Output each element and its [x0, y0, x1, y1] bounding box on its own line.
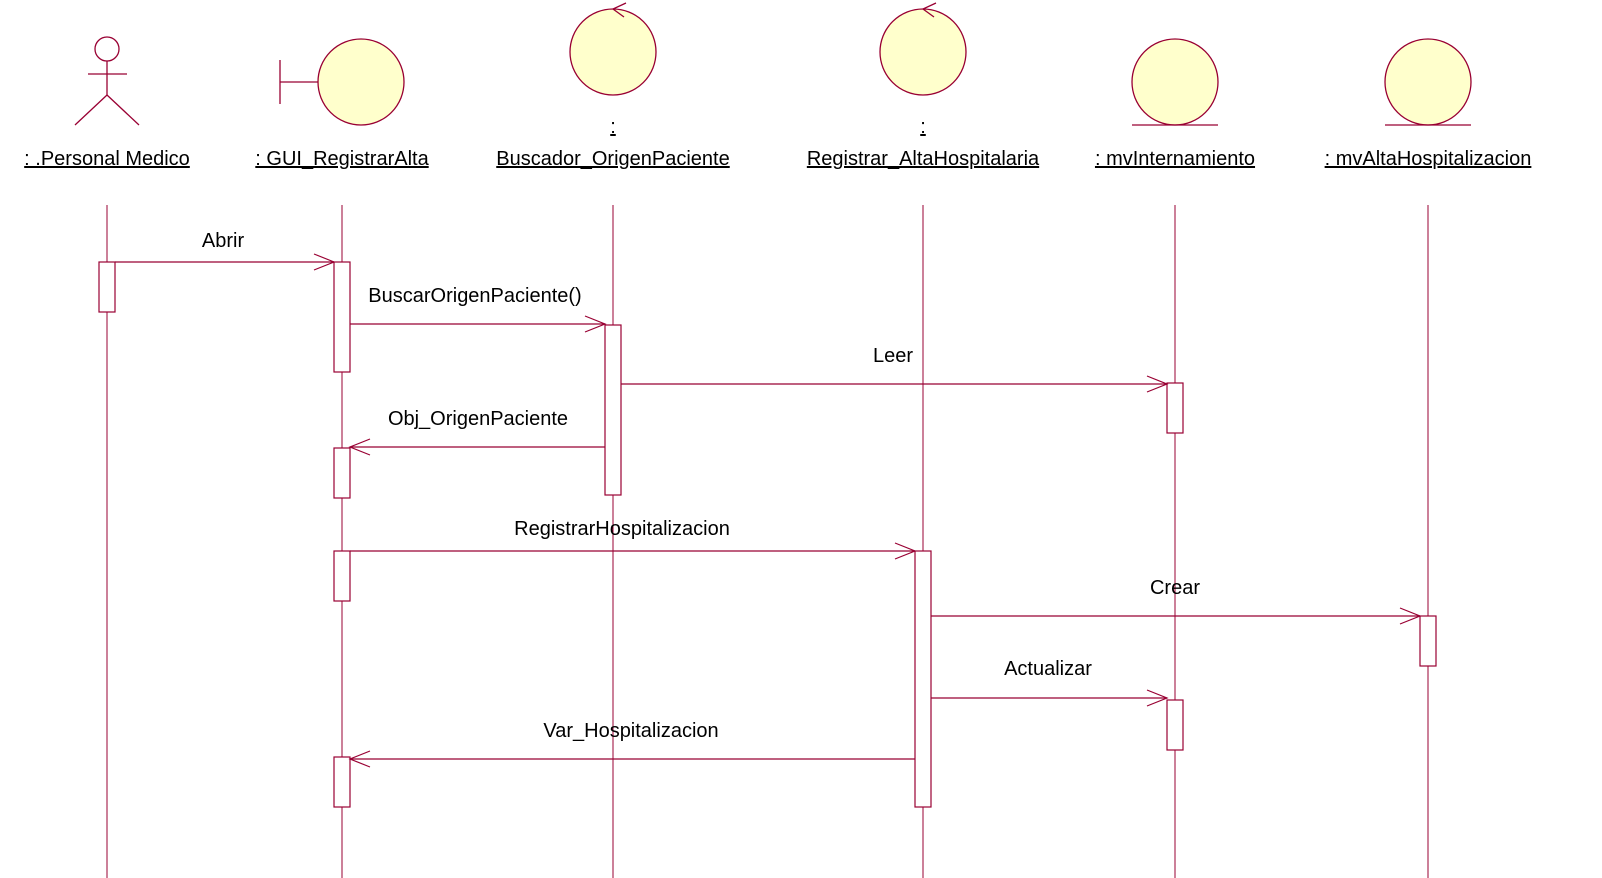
activation-box: [1166, 699, 1184, 751]
participant-gui-registraralta[interactable]: : GUI_RegistrarAlta: [255, 38, 430, 170]
participant-name: : mvAltaHospitalizacion: [1325, 148, 1532, 170]
message-arrow-leer[interactable]: [621, 375, 1169, 393]
entity-icon: [1384, 38, 1472, 126]
activation-box: [98, 261, 116, 313]
message-arrow-var-hospitalizacion[interactable]: [348, 750, 915, 768]
participant-name: : GUI_RegistrarAlta: [255, 148, 429, 170]
control-icon: [879, 2, 967, 96]
message-label: Var_Hospitalizacion: [543, 720, 718, 742]
message-label: Abrir: [202, 230, 245, 252]
control-icon: [569, 2, 657, 96]
message-label: Actualizar: [1004, 658, 1092, 680]
participant-mvinternamiento[interactable]: : mvInternamiento: [1095, 38, 1255, 170]
boundary-icon: [279, 38, 405, 126]
activation-box: [333, 261, 351, 373]
participant-mvaltahospitalizacion[interactable]: : mvAltaHospitalizacion: [1325, 38, 1532, 170]
participant-name-prefix: :: [920, 116, 926, 138]
entity-icon: [1131, 38, 1219, 126]
message-label: Leer: [873, 345, 913, 367]
message-arrow-abrir[interactable]: [115, 253, 336, 271]
activation-box: [604, 324, 622, 496]
message-label: Crear: [1150, 577, 1200, 599]
participant-registrar-altahospitalaria[interactable]: : Registrar_AltaHospitalaria: [807, 2, 1040, 170]
participant-name: : .Personal Medico: [24, 148, 190, 170]
message-label: Obj_OrigenPaciente: [388, 408, 568, 430]
participant-name-prefix: :: [610, 116, 616, 138]
message-label: BuscarOrigenPaciente(): [368, 285, 581, 307]
activation-box: [1166, 382, 1184, 434]
activation-box: [1419, 615, 1437, 667]
participant-buscador-origenpaciente[interactable]: : Buscador_OrigenPaciente: [496, 2, 730, 170]
participant-personal-medico[interactable]: : .Personal Medico: [24, 36, 190, 170]
message-arrow-buscarorigenpaciente[interactable]: [350, 315, 607, 333]
participant-name: Registrar_AltaHospitalaria: [807, 148, 1040, 170]
message-arrow-obj-origenpaciente[interactable]: [348, 438, 605, 456]
participant-name: : mvInternamiento: [1095, 148, 1255, 170]
message-arrow-crear[interactable]: [931, 607, 1422, 625]
activation-box: [333, 550, 351, 602]
activation-box: [333, 756, 351, 808]
participant-name: Buscador_OrigenPaciente: [496, 148, 729, 170]
activation-box: [333, 447, 351, 499]
message-arrow-registrarhospitalizacion[interactable]: [350, 542, 917, 560]
activation-box: [914, 550, 932, 808]
message-arrow-actualizar[interactable]: [931, 689, 1169, 707]
actor-icon: [74, 36, 140, 126]
message-label: RegistrarHospitalizacion: [514, 518, 730, 540]
